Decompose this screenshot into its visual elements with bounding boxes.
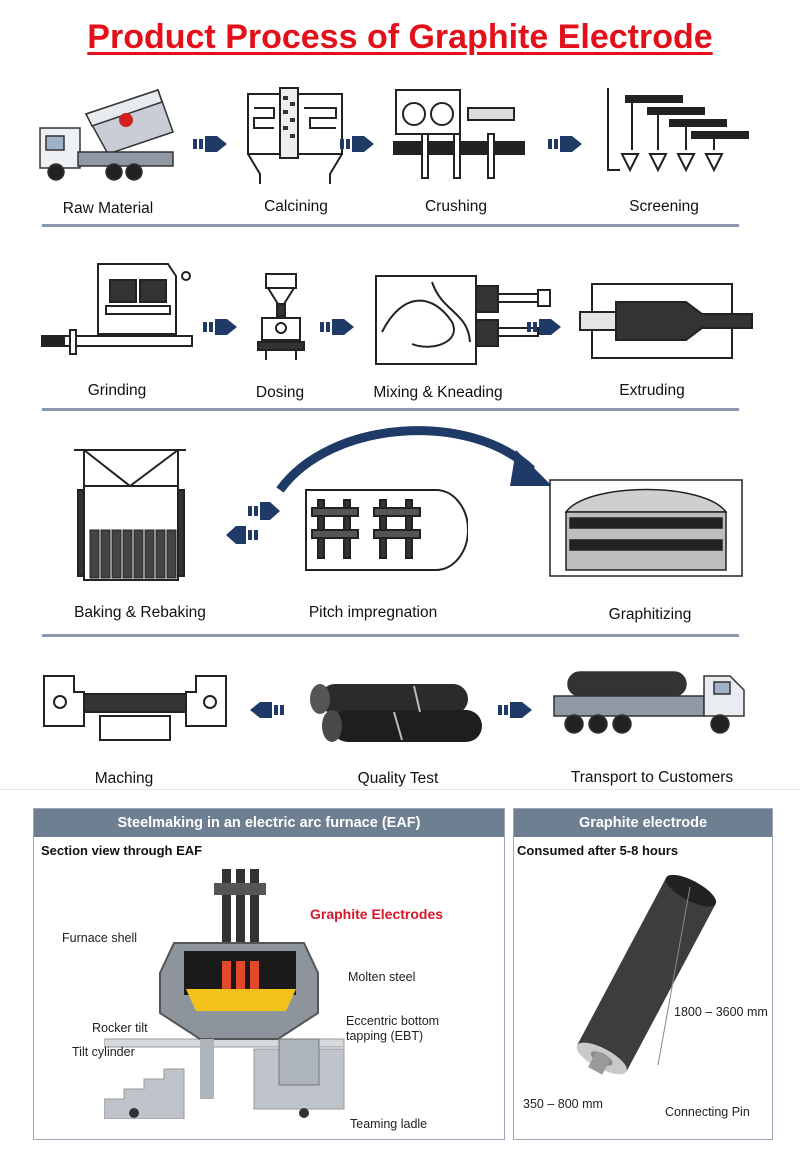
calcining-furnace-illustration	[247, 87, 343, 184]
screening-illustration	[607, 88, 749, 173]
extruder-illustration	[579, 283, 753, 359]
row-separator	[42, 224, 739, 227]
electrode-panel: Graphite electrode Consumed after 5-8 ho…	[513, 808, 773, 1140]
row-separator	[42, 408, 739, 411]
arrow-right-icon	[340, 136, 374, 152]
arrow-left-right-icon	[226, 502, 280, 544]
graphitizing-furnace-illustration	[549, 479, 743, 577]
step-extruding: Extruding	[619, 382, 685, 399]
baking-furnace-illustration	[74, 449, 186, 581]
machining-lathe-illustration	[43, 675, 227, 741]
label-rocker-tilt: Rocker tilt	[92, 1021, 148, 1035]
eaf-section-illustration	[104, 869, 345, 1119]
step-screening: Screening	[629, 198, 699, 215]
step-raw-material: Raw Material	[62, 200, 154, 217]
step-crushing: Crushing	[424, 198, 488, 215]
step-dosing: Dosing	[255, 384, 305, 401]
transport-truck-illustration	[553, 671, 745, 734]
dump-truck-illustration	[39, 89, 174, 181]
electrode-subtitle: Consumed after 5-8 hours	[517, 843, 679, 858]
crusher-illustration	[393, 89, 525, 179]
curved-arrow-illustration	[276, 426, 552, 493]
label-furnace-shell: Furnace shell	[62, 931, 138, 945]
label-teaming-ladle: Teaming ladle	[350, 1117, 428, 1131]
graphite-electrode-illustration	[576, 874, 717, 1075]
label-tilt-cylinder: Tilt cylinder	[72, 1045, 135, 1059]
arrow-right-icon	[203, 319, 237, 335]
page-title: Product Process of Graphite Electrode	[87, 18, 713, 56]
electrodes-illustration	[310, 684, 482, 742]
step-graphitizing: Graphitizing	[608, 606, 692, 623]
label-ebt: Eccentric bottom tapping (EBT)	[346, 1014, 440, 1043]
pitch-impregnation-illustration	[305, 489, 468, 571]
label-graphite-electrodes: Graphite Electrodes	[310, 906, 444, 922]
label-molten-steel: Molten steel	[348, 970, 416, 984]
step-baking: Baking & Rebaking	[74, 604, 206, 621]
step-transport: Transport to Customers	[570, 769, 734, 786]
row-separator	[42, 634, 739, 637]
arrow-left-icon	[250, 702, 284, 718]
step-maching: Maching	[94, 770, 154, 787]
step-grinding: Grinding	[87, 382, 147, 399]
step-pitch: Pitch impregnation	[308, 604, 438, 621]
grinding-mill-illustration	[41, 263, 193, 355]
mixer-kneader-illustration	[375, 275, 551, 365]
arrow-right-icon	[320, 319, 354, 335]
electrode-panel-header: Graphite electrode	[514, 809, 772, 837]
label-length: 1800 – 3600 mm	[674, 1005, 768, 1019]
label-connecting-pin: Connecting Pin	[665, 1105, 750, 1119]
step-quality: Quality Test	[357, 770, 439, 787]
section-divider	[0, 789, 800, 790]
label-diameter: 350 – 800 mm	[523, 1097, 603, 1111]
dosing-hopper-illustration	[257, 273, 305, 360]
arrow-right-icon	[527, 319, 561, 335]
step-calcining: Calcining	[264, 198, 328, 215]
eaf-panel: Steelmaking in an electric arc furnace (…	[33, 808, 505, 1140]
eaf-subtitle: Section view through EAF	[41, 843, 203, 858]
arrow-right-icon	[193, 136, 227, 152]
arrow-right-icon	[498, 702, 532, 718]
eaf-panel-header: Steelmaking in an electric arc furnace (…	[34, 809, 504, 837]
arrow-right-icon	[548, 136, 582, 152]
step-mixing: Mixing & Kneading	[373, 384, 503, 401]
